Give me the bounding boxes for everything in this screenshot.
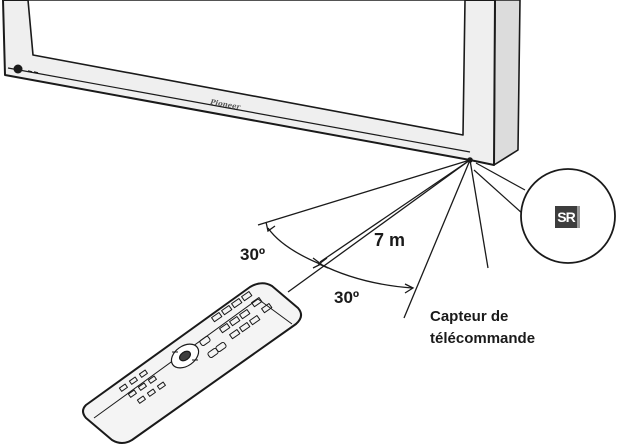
sensor-label: Capteur de télécommande <box>430 306 535 350</box>
remote-buttons-bottom <box>118 369 166 404</box>
sensor-callout <box>473 162 616 264</box>
remote-edge <box>93 298 293 419</box>
display-side <box>493 0 521 166</box>
display-screen-edge <box>27 0 466 136</box>
remote-buttons-top <box>211 290 273 340</box>
remote-nav-pad <box>170 343 200 369</box>
display-bottom-lip <box>7 67 471 153</box>
arc-arrow-head-1 <box>265 221 276 233</box>
sensor-label-line1: Capteur de <box>430 308 509 325</box>
distance-label: 7 m <box>374 230 406 250</box>
remote-control <box>82 282 302 444</box>
sensor-label-line2: télécommande <box>430 330 536 347</box>
angle-arc-right <box>319 263 413 289</box>
plasma-display <box>2 0 521 166</box>
arc-arrow-head-4 <box>404 283 415 294</box>
angle-label-right: 30º <box>334 288 360 307</box>
callout-line-lower <box>473 169 524 215</box>
range-line-outer-right <box>469 159 489 269</box>
range-line-upper-mid <box>319 159 471 263</box>
status-indicator-icon <box>27 70 39 74</box>
power-led-icon <box>13 64 23 74</box>
reception-range <box>257 159 489 319</box>
range-line-lower-mid <box>403 159 471 319</box>
callout-line-upper <box>475 162 526 191</box>
sensor-badge: SR <box>555 206 580 228</box>
range-line-center <box>287 159 471 293</box>
angle-arc-left <box>267 227 321 265</box>
angle-label-left: 30º <box>240 245 266 264</box>
range-line-outer-left <box>257 159 471 226</box>
arc-arrow-head-2 <box>312 257 323 269</box>
remote-buttons-side <box>199 335 227 359</box>
arc-arrow-head-3 <box>317 257 329 269</box>
